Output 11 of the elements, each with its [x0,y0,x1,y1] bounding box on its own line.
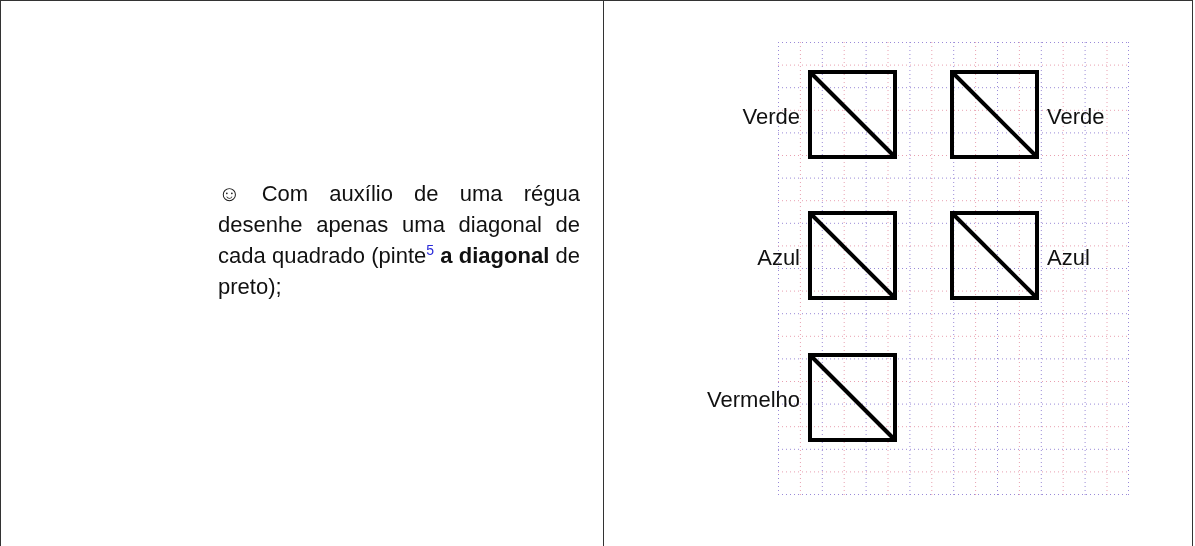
square-with-diagonal [808,353,897,442]
color-word: Azul [757,245,800,271]
color-word: Verde [1047,104,1105,130]
instruction-text: ☺ Com auxílio de uma régua desenhe apenas uma diagonal de cada quadrado (pinte$^{5}$ a diagonal de preto); [218,180,580,301]
color-word: Vermelho [707,387,800,413]
square-with-diagonal [950,211,1039,300]
color-word: Verde [742,104,800,130]
square-with-diagonal [808,70,897,159]
square-with-diagonal [950,70,1039,159]
color-word: Azul [1047,245,1090,271]
square-with-diagonal [808,211,897,300]
